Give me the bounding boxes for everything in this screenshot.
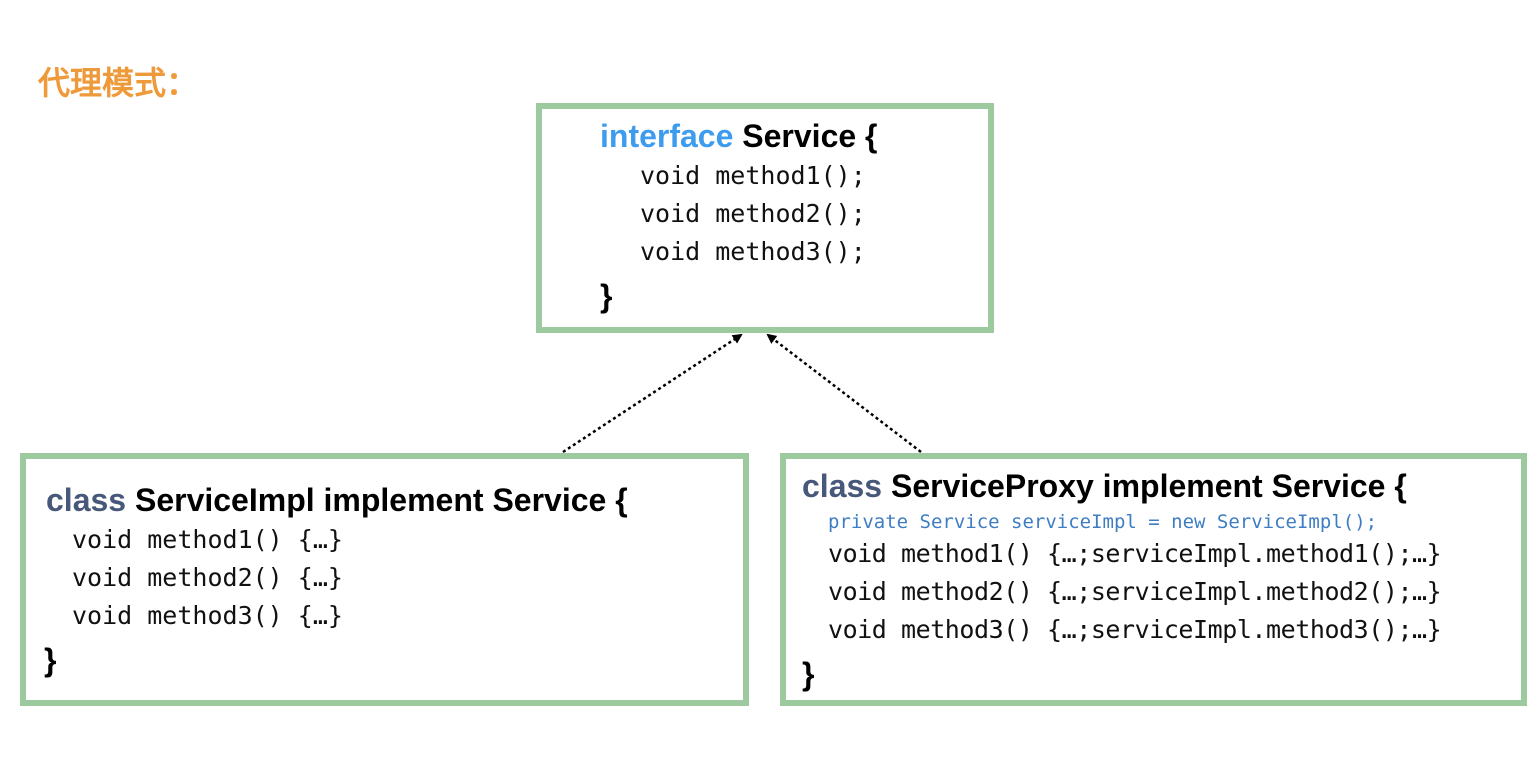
impl-to-interface-arrow [562,333,743,454]
diagram-title: 代理模式： [38,64,199,102]
impl-method-3: void method3() {…} [72,601,343,630]
impl-method-1: void method1() {…} [72,525,343,554]
impl-class-keyword: class [46,482,127,518]
proxy-header: class ServiceProxy implement Service { [802,467,1407,505]
proxy-private-field: private Service serviceImpl = new Servic… [828,511,1378,533]
interface-method-3: void method3(); [640,237,866,266]
interface-method-1: void method1(); [640,161,866,190]
interface-method-2: void method2(); [640,199,866,228]
proxy-class-keyword: class [802,468,883,504]
interface-close-brace: } [600,278,613,314]
impl-method-2: void method2() {…} [72,563,343,592]
proxy-method-2: void method2() {…;serviceImpl.method2();… [828,577,1442,606]
proxy-close-brace: } [802,656,815,692]
impl-name: ServiceImpl implement Service { [126,482,628,518]
service-proxy-box: class ServiceProxy implement Service { p… [780,453,1527,706]
proxy-method-3: void method3() {…;serviceImpl.method3();… [828,615,1442,644]
service-impl-box: class ServiceImpl implement Service { vo… [20,453,749,706]
proxy-name: ServiceProxy implement Service { [882,468,1407,504]
impl-close-brace: } [44,642,57,678]
impl-header: class ServiceImpl implement Service { [46,481,628,519]
interface-name: Service { [733,118,878,154]
proxy-to-interface-arrow [766,333,922,453]
interface-service-box: interface Service { void method1(); void… [536,103,994,333]
interface-keyword: interface [600,118,734,154]
proxy-method-1: void method1() {…;serviceImpl.method1();… [828,539,1442,568]
interface-header: interface Service { [600,117,878,155]
